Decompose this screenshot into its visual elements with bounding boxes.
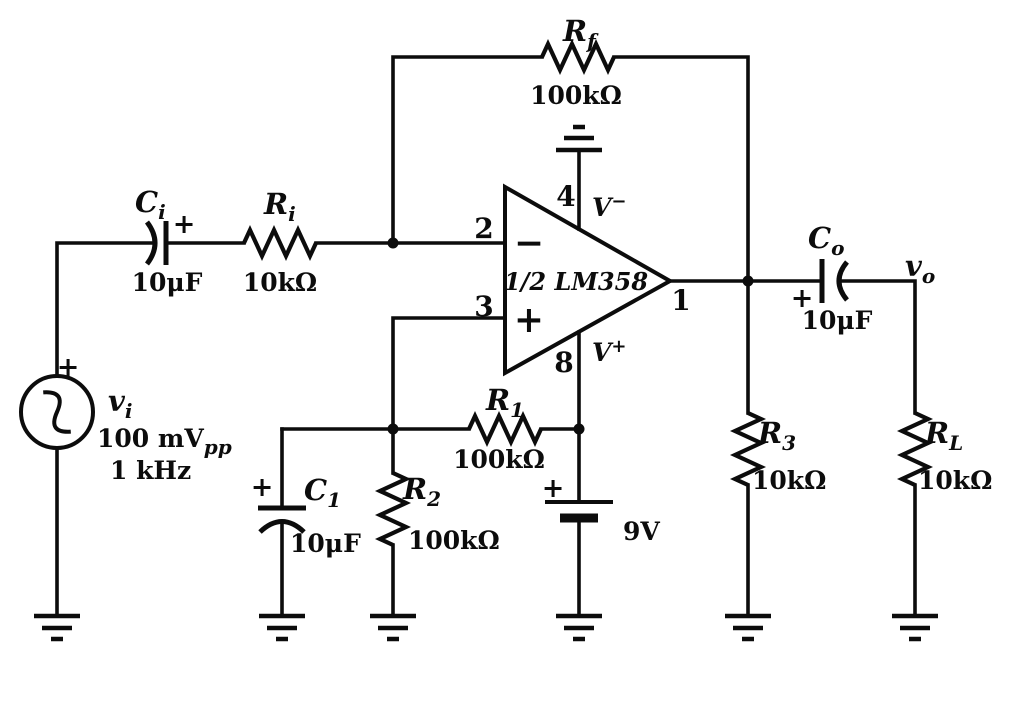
pin-4-label: 4 bbox=[556, 180, 575, 213]
r2-label: R2 bbox=[402, 472, 441, 511]
ground-r3 bbox=[725, 616, 771, 639]
source-frequency: 1 kHz bbox=[110, 456, 191, 485]
co-label: Co bbox=[808, 221, 844, 260]
node-bias-junction bbox=[387, 423, 399, 435]
battery-value: 9V bbox=[623, 517, 660, 546]
c1-plus-sign: + bbox=[251, 472, 274, 503]
vo-label: vo bbox=[905, 249, 935, 288]
opamp-lm358: − + 1/2 LM358 2 3 1 4 8 V− V+ bbox=[474, 180, 690, 379]
ground-c1 bbox=[259, 616, 305, 639]
node-inverting-junction bbox=[387, 237, 399, 249]
pin-3-label: 3 bbox=[474, 290, 493, 323]
opamp-triangle bbox=[503, 183, 675, 377]
rf-label: Rf bbox=[562, 14, 599, 53]
ground-vminus-inverted bbox=[556, 127, 602, 150]
capacitor-ci-symbol bbox=[144, 220, 169, 266]
ri-value: 10kΩ bbox=[243, 268, 317, 297]
wire-output-coupling bbox=[841, 279, 917, 617]
ground-battery bbox=[556, 616, 602, 639]
vminus-rail-label: V− bbox=[592, 191, 627, 222]
wire-input-branch bbox=[55, 241, 507, 617]
source-plus-sign: + bbox=[57, 352, 80, 383]
battery-plus-sign: + bbox=[542, 473, 565, 504]
battery-symbol bbox=[545, 500, 613, 523]
c1-label: C1 bbox=[304, 473, 341, 512]
rl-label: RL bbox=[924, 416, 963, 455]
capacitor-co-symbol bbox=[819, 259, 849, 303]
resistor-ri-symbol bbox=[244, 230, 316, 256]
co-value: 10μF bbox=[802, 306, 873, 335]
sine-wave-icon bbox=[43, 390, 71, 434]
ground-rl bbox=[892, 616, 938, 639]
resistor-r1-symbol bbox=[469, 416, 541, 442]
ground-source bbox=[34, 616, 80, 639]
pin-2-label: 2 bbox=[474, 212, 493, 245]
r3-label: R3 bbox=[757, 416, 796, 455]
pin-8-label: 8 bbox=[554, 346, 573, 379]
opamp-name: 1/2 LM358 bbox=[504, 267, 648, 296]
source-label: vi bbox=[108, 384, 132, 423]
wire-noninverting-input bbox=[391, 316, 507, 431]
ci-label: Ci bbox=[135, 185, 166, 224]
c1-value: 10μF bbox=[290, 529, 361, 558]
rf-value: 100kΩ bbox=[530, 81, 622, 110]
node-battery-junction bbox=[573, 423, 585, 435]
r1-value: 100kΩ bbox=[453, 445, 545, 474]
opamp-noninverting-sign: + bbox=[514, 299, 544, 341]
ci-value: 10μF bbox=[132, 268, 203, 297]
wire-feedback-loop bbox=[391, 55, 750, 283]
ac-source-symbol bbox=[19, 374, 95, 450]
r1-label: R1 bbox=[485, 383, 524, 422]
rl-value: 10kΩ bbox=[918, 466, 992, 495]
pin-1-label: 1 bbox=[671, 284, 690, 317]
source-amplitude: 100 mVpp bbox=[97, 424, 232, 459]
r2-value: 100kΩ bbox=[408, 526, 500, 555]
ci-plus-sign: + bbox=[173, 209, 196, 240]
node-output-junction bbox=[742, 275, 754, 287]
opamp-inverting-sign: − bbox=[514, 222, 544, 264]
ri-label: Ri bbox=[263, 187, 296, 226]
capacitor-c1-symbol bbox=[258, 505, 306, 534]
vplus-rail-label: V+ bbox=[592, 336, 627, 367]
co-plus-sign: + bbox=[791, 283, 814, 314]
ground-r2 bbox=[370, 616, 416, 639]
r3-value: 10kΩ bbox=[752, 466, 826, 495]
